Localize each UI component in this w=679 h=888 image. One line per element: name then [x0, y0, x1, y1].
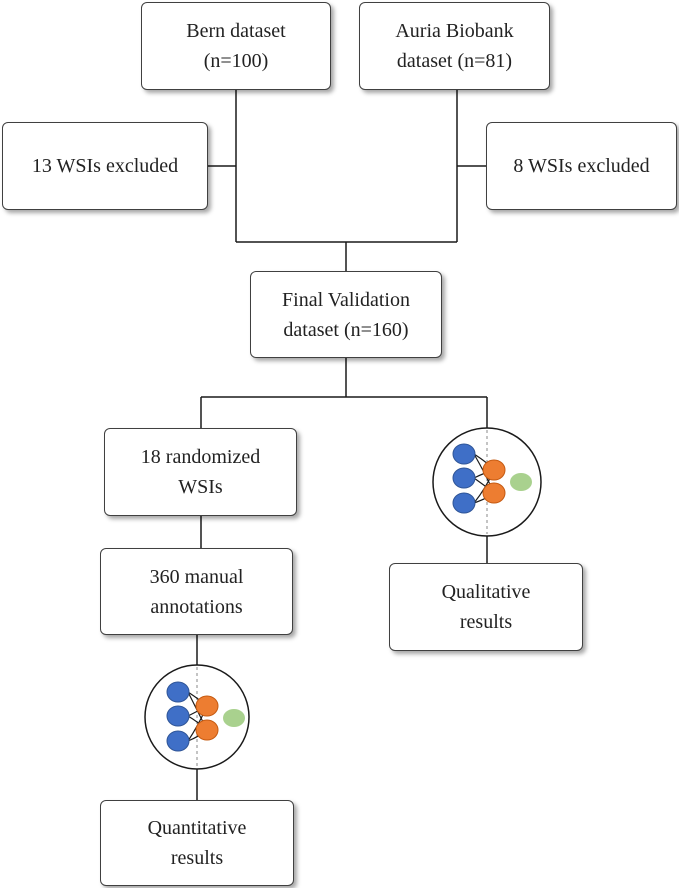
manual-annotations-line1: 360 manual: [149, 565, 244, 588]
quantitative-results-line1: Quantitative: [147, 817, 247, 839]
bern-dataset-box: Bern dataset (n=100): [141, 2, 331, 90]
quantitative-results-box: Quantitative results: [100, 800, 294, 886]
bern-dataset-line2: (n=100): [203, 50, 269, 72]
qualitative-results-line1: Qualitative: [441, 581, 531, 603]
randomized-wsis-line2: WSIs: [178, 476, 223, 498]
final-validation-line2: dataset (n=160): [283, 318, 409, 341]
excluded-right-box: 8 WSIs excluded: [486, 122, 677, 210]
final-validation-box: Final Validation dataset (n=160): [250, 271, 442, 358]
auria-dataset-line2: dataset (n=81): [396, 50, 513, 72]
final-validation-line1: Final Validation: [282, 288, 410, 311]
bern-dataset-line1: Bern dataset: [186, 20, 286, 42]
auria-dataset-box: Auria Biobank dataset (n=81): [359, 2, 550, 90]
manual-annotations-box: 360 manual annotations: [100, 548, 293, 635]
excluded-right-label: 8 WSIs excluded: [513, 155, 650, 177]
randomized-wsis-line1: 18 randomized: [140, 446, 261, 468]
excluded-left-box: 13 WSIs excluded: [2, 122, 208, 210]
qualitative-results-box: Qualitative results: [389, 563, 583, 651]
neural-network-icon: [144, 664, 250, 770]
qualitative-results-line2: results: [459, 611, 513, 633]
auria-dataset-line1: Auria Biobank: [395, 20, 514, 42]
manual-annotations-line2: annotations: [150, 595, 243, 618]
randomized-wsis-box: 18 randomized WSIs: [104, 428, 297, 516]
neural-network-icon: [432, 427, 542, 537]
excluded-left-label: 13 WSIs excluded: [31, 155, 179, 177]
quantitative-results-line2: results: [170, 847, 224, 869]
